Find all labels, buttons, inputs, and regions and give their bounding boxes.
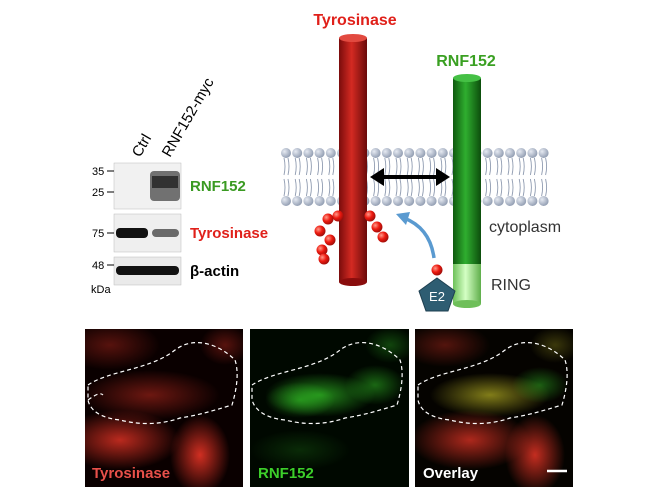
lipid-head: [415, 148, 426, 158]
blot-target-beta-actin: β-actin: [190, 263, 239, 280]
lipid-head: [393, 196, 403, 206]
lipid-head: [370, 148, 381, 158]
western-blot: Ctrl RNF152-myc 35 25 RNF152 75 Tyrosina…: [91, 75, 268, 296]
ubiquitin-chain-left: [314, 210, 344, 265]
e2-label: E2: [429, 289, 445, 304]
blot-band-tyrosinase-rnf152: [152, 229, 179, 237]
lane-label-ctrl: Ctrl: [129, 131, 155, 160]
rnf152-cylinder: [453, 74, 481, 308]
e2-enzyme: E2: [418, 277, 456, 312]
lipid-head: [516, 148, 527, 158]
marker-48: 48: [92, 260, 104, 272]
lipid-head: [426, 196, 437, 206]
ring-domain: [453, 264, 481, 304]
lipid-head: [381, 148, 392, 158]
lipid-head: [303, 148, 314, 158]
tyrosinase-title: Tyrosinase: [313, 12, 396, 29]
lipid-head: [393, 148, 403, 158]
lipid-head: [303, 196, 314, 206]
marker-75: 75: [92, 228, 104, 240]
blot-band-beta-actin: [116, 266, 179, 275]
kda-unit: kDa: [91, 284, 111, 296]
interaction-arrow: [370, 168, 450, 186]
lipid-head: [505, 196, 515, 206]
lipid-head: [437, 148, 448, 158]
blot-band-tyrosinase-ctrl: [116, 228, 148, 238]
lipid-head: [505, 148, 515, 158]
micrograph-tyrosinase: [85, 329, 243, 487]
lipid-head: [527, 148, 538, 158]
lipid-head: [404, 148, 415, 158]
micrograph-overlay: [415, 329, 573, 487]
rnf152-title: RNF152: [436, 53, 496, 70]
lipid-head: [381, 196, 392, 206]
lipid-head: [437, 196, 448, 206]
blot-target-tyrosinase: Tyrosinase: [190, 225, 268, 242]
lipid-head: [404, 196, 415, 206]
lipid-head: [538, 148, 549, 158]
cytoplasm-label: cytoplasm: [489, 219, 561, 236]
lipid-head: [415, 196, 426, 206]
lipid-head: [493, 148, 504, 158]
lipid-head: [292, 148, 303, 158]
lipid-head: [281, 196, 291, 206]
ubiquitin-on-e2: [431, 264, 443, 276]
lipid-head: [292, 196, 303, 206]
tyrosinase-cylinder: [339, 34, 367, 286]
lipid-head: [426, 148, 437, 158]
ring-label: RING: [491, 277, 531, 294]
lipid-head: [314, 196, 325, 206]
marker-35: 35: [92, 166, 104, 178]
micrograph-rnf152: [250, 329, 409, 487]
lipid-head: [516, 196, 527, 206]
lipid-head: [325, 196, 336, 206]
lane-label-rnf152-myc: RNF152-myc: [159, 75, 218, 160]
blot-target-rnf152: RNF152: [190, 178, 246, 195]
micrograph-label-tyrosinase: Tyrosinase: [92, 465, 170, 482]
lipid-head: [527, 196, 538, 206]
lipid-head: [370, 196, 381, 206]
lipid-head: [482, 148, 493, 158]
micrograph-label-overlay: Overlay: [423, 465, 479, 482]
ubiquitin-chain-right: [364, 210, 389, 243]
lipid-head: [281, 148, 291, 158]
lipid-head: [314, 148, 325, 158]
marker-25: 25: [92, 187, 104, 199]
lipid-head: [538, 196, 549, 206]
micrograph-label-rnf152: RNF152: [258, 465, 314, 482]
transfer-arrow: [396, 212, 436, 259]
lipid-head: [493, 196, 504, 206]
lipid-head: [482, 196, 493, 206]
schematic: E2 Tyrosinase RNF152 cytoplasm RING: [281, 12, 561, 312]
lipid-head: [325, 148, 336, 158]
